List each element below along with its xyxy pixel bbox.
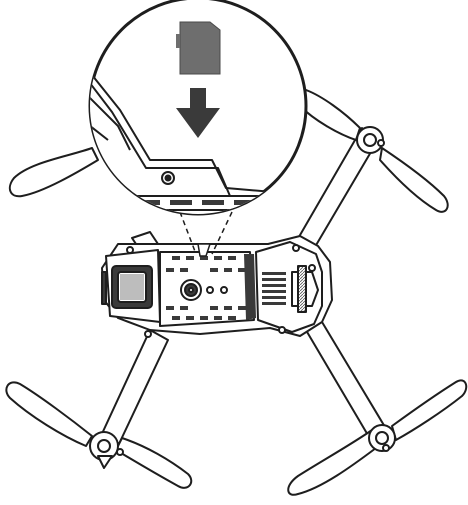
sd-slot-location [197,243,212,257]
battery-grille [262,272,286,305]
arm-rear-left [99,329,169,447]
down-arrow-icon [176,88,220,138]
propeller-rear-left [5,381,193,489]
propeller-front-left [8,147,99,198]
magnifier-callout [88,0,308,216]
propeller-rear-right [287,379,468,496]
sd-card-icon [179,21,221,75]
callout-guide [179,211,233,255]
drone-body [101,235,333,338]
propeller-front-right [295,88,449,213]
arm-rear-right [299,311,389,443]
top-vents [166,256,246,320]
